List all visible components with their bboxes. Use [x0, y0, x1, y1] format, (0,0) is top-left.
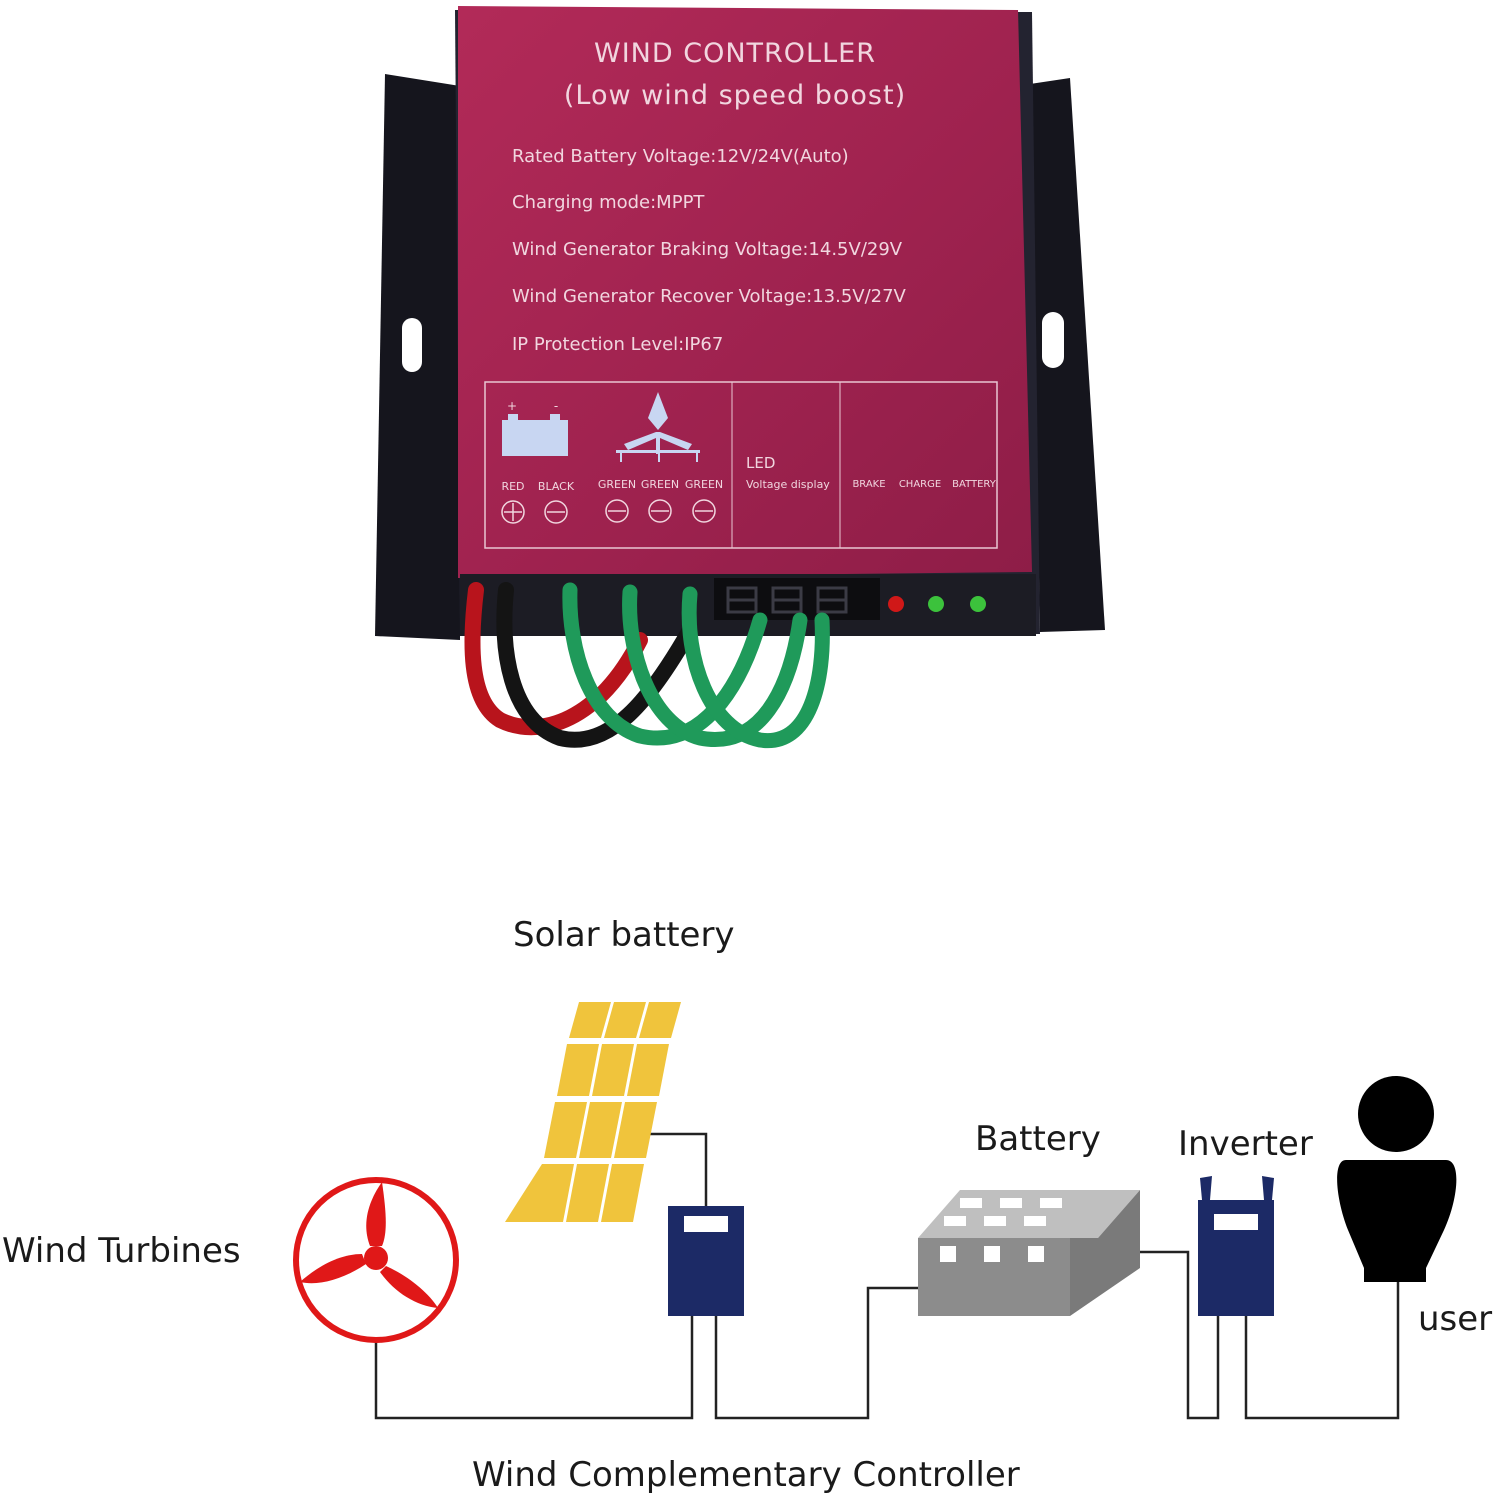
green-cable-2 [622, 584, 808, 747]
wind-turbine-icon [293, 1177, 459, 1343]
spec-charging-mode: Charging mode:MPPT [512, 192, 705, 213]
left-bracket-slot [402, 318, 422, 372]
led-voltage-display-label: Voltage display [746, 478, 830, 491]
negative-terminal-icon [544, 500, 568, 524]
wind-generator-icon [616, 392, 700, 462]
controller-to-battery-wire [714, 1286, 918, 1420]
right-bracket-slot [1042, 312, 1064, 368]
system-diagram: Solar battery Wind Turbines Battery Inve… [2, 915, 1492, 1495]
wind-controller-device: WIND CONTROLLER (Low wind speed boost) R… [375, 6, 1105, 749]
wind-turbines-label: Wind Turbines [2, 1231, 241, 1271]
green-cable-3 [681, 586, 830, 749]
spec-recover-voltage: Wind Generator Recover Voltage:13.5V/27V [512, 286, 907, 307]
wiring-legend-frame [484, 381, 998, 549]
phase-label-1: GREEN [598, 478, 636, 491]
controller-title: WIND CONTROLLER [594, 38, 876, 69]
battery-minus-sign: - [554, 399, 558, 413]
spec-braking-voltage: Wind Generator Braking Voltage:14.5V/29V [512, 239, 903, 260]
device-faceplate [458, 6, 1032, 578]
wind-complementary-controller-label: Wind Complementary Controller [472, 1455, 1020, 1495]
wiring-legend-panel: + - RED BLACK [484, 381, 998, 549]
connection-wires [374, 1132, 1400, 1420]
cable-bundle [464, 582, 830, 749]
charge-led-green [928, 596, 944, 612]
brake-led-red [888, 596, 904, 612]
user-icon [1337, 1076, 1457, 1282]
seven-segment-display [714, 578, 880, 620]
inverter-label: Inverter [1178, 1124, 1313, 1164]
led-label: LED [746, 454, 775, 472]
inverter-icon [1198, 1176, 1274, 1316]
spec-rated-battery-voltage: Rated Battery Voltage:12V/24V(Auto) [512, 146, 849, 167]
spec-ip-protection: IP Protection Level:IP67 [512, 334, 723, 355]
right-mounting-bracket [1030, 78, 1105, 632]
battery-label: Battery [975, 1119, 1101, 1159]
indicator-label-brake: BRAKE [852, 479, 885, 490]
wire-label-black: BLACK [538, 480, 575, 493]
indicator-label-charge: CHARGE [899, 479, 941, 490]
battery-icon [918, 1190, 1140, 1316]
user-label: user [1418, 1299, 1492, 1339]
battery-plus-sign: + [507, 399, 517, 413]
controller-subtitle: (Low wind speed boost) [564, 80, 906, 111]
wire-label-red: RED [501, 480, 524, 493]
battery-led-green [970, 596, 986, 612]
controller-box-icon [668, 1206, 744, 1316]
turbine-to-controller-wire [374, 1316, 694, 1420]
solar-panel-icon [505, 1002, 681, 1222]
phase-label-2: GREEN [641, 478, 679, 491]
phase-label-3: GREEN [685, 478, 723, 491]
solar-to-controller-wire [640, 1132, 708, 1206]
indicator-label-battery: BATTERY [952, 479, 997, 490]
battery-terminal-icon: + - [502, 399, 568, 456]
solar-battery-label: Solar battery [513, 915, 735, 955]
phase-terminal-icons [605, 499, 716, 523]
positive-terminal-icon [501, 500, 525, 524]
inverter-to-user-wire [1244, 1280, 1400, 1420]
battery-to-inverter-wire [1140, 1250, 1220, 1420]
green-cable-1 [562, 582, 768, 746]
